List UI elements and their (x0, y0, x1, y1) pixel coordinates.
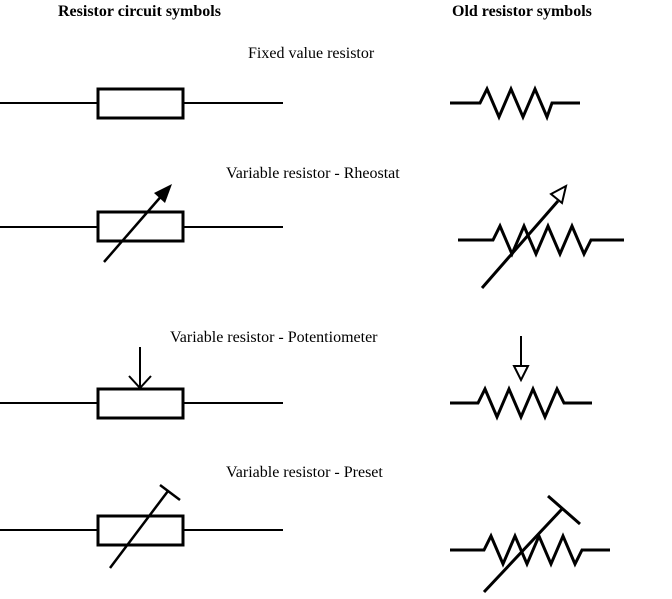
old-rheostat-symbol (458, 184, 624, 289)
rheostat-label: Variable resistor - Rheostat (226, 165, 400, 182)
modern-symbols-header: Resistor circuit symbols (58, 3, 221, 20)
old-preset-symbol (450, 494, 610, 594)
open-wiper-arrow-icon (512, 365, 530, 383)
arrow-head-icon (154, 184, 172, 203)
rheostat-symbol (0, 184, 283, 263)
fixed-resistor-symbol (0, 87, 283, 120)
fixed-resistor-label: Fixed value resistor (248, 45, 375, 62)
preset-label: Variable resistor - Preset (226, 464, 383, 481)
preset-symbol (0, 484, 283, 569)
old-preset-bar-icon (547, 494, 581, 526)
old-potentiometer-symbol (450, 336, 592, 421)
potentiometer-label: Variable resistor - Potentiometer (170, 329, 378, 346)
open-arrow-head-icon (549, 184, 568, 205)
old-fixed-resistor-symbol (450, 85, 580, 122)
old-symbols-header: Old resistor symbols (452, 3, 592, 20)
wiper-arrow-icon (128, 375, 152, 390)
preset-bar-icon (159, 484, 181, 501)
potentiometer-symbol (0, 347, 283, 420)
